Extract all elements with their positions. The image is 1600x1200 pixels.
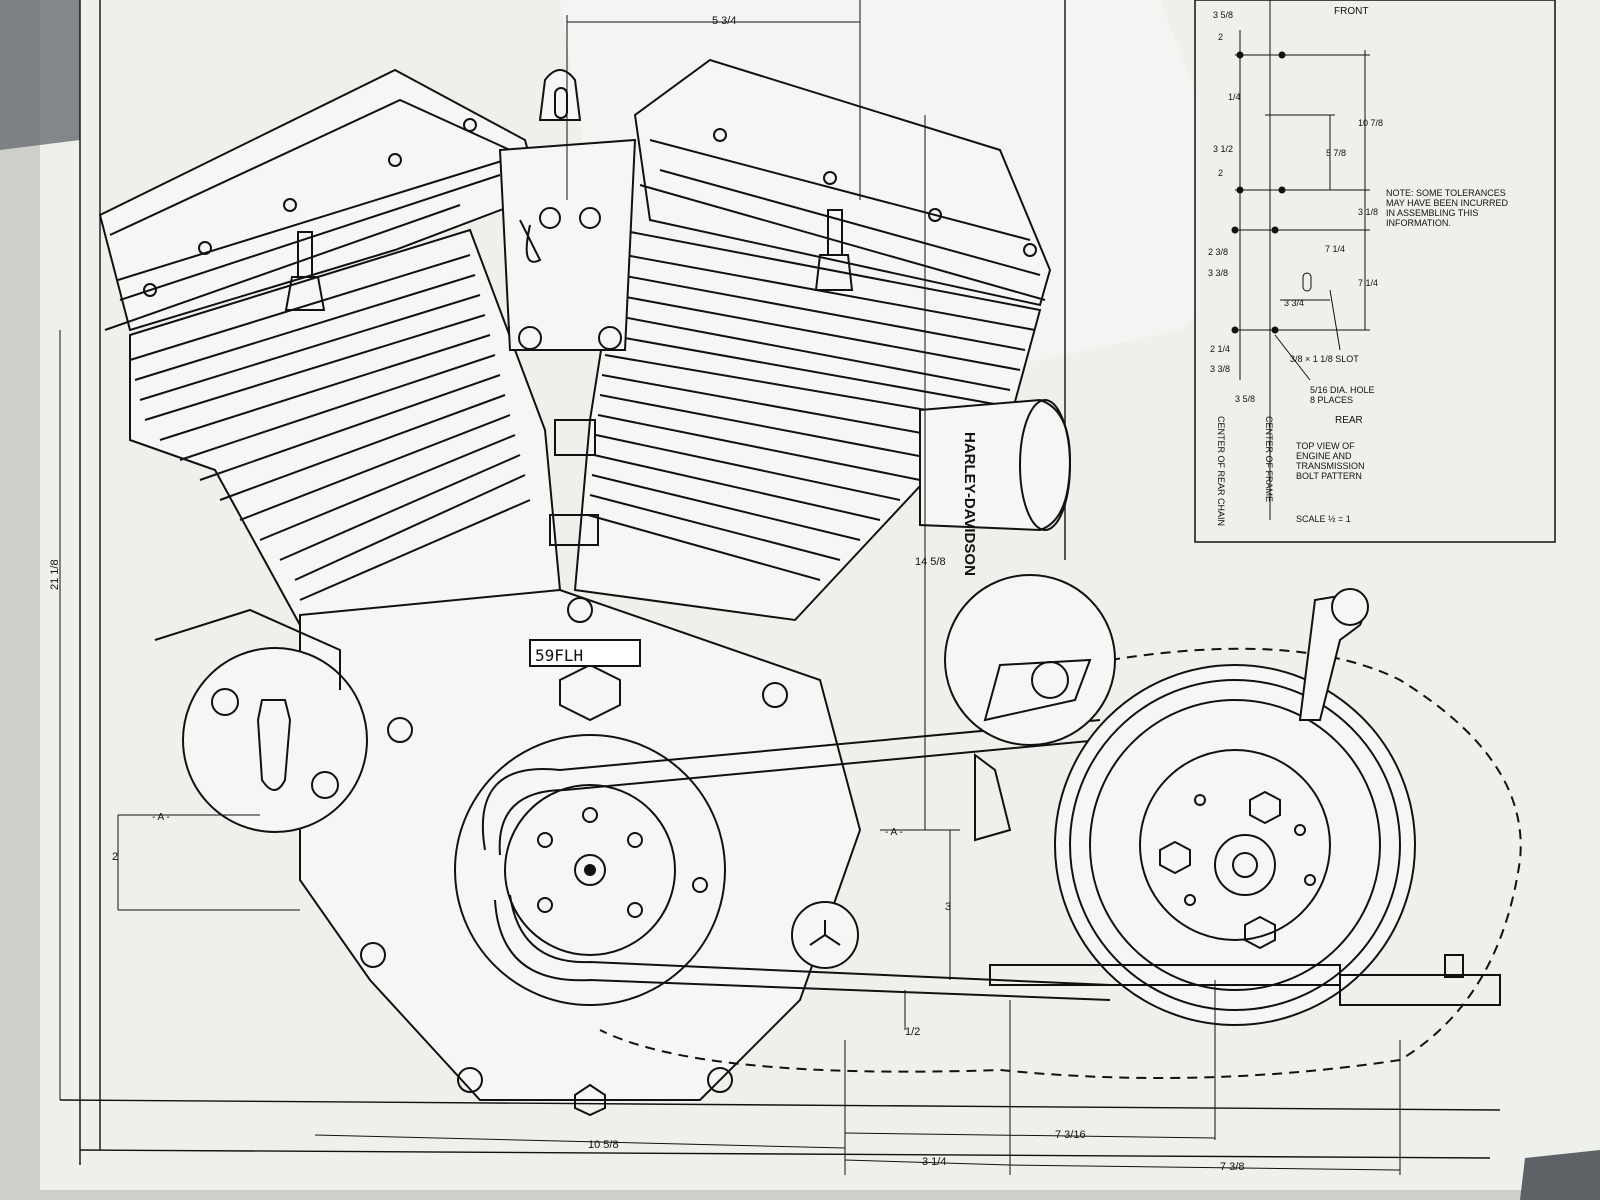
inset-view-title-2: ENGINE AND bbox=[1296, 451, 1352, 461]
inset-note-line-2: MAY HAVE BEEN INCURRED bbox=[1386, 198, 1509, 208]
shift-lever bbox=[1298, 588, 1369, 721]
spark-plug-front bbox=[284, 231, 326, 311]
inset-note-line-1: NOTE: SOME TOLERANCES bbox=[1386, 188, 1506, 198]
engine-drawing bbox=[98, 58, 1522, 1117]
chain-idler bbox=[791, 901, 859, 969]
inset-top-view: FRONT REAR NOTE: SOME TOLERANCES MAY HAV… bbox=[1194, 0, 1556, 543]
inset-note-line-3: IN ASSEMBLING THIS bbox=[1386, 208, 1478, 218]
inset-dim-right-2: 3 1/8 bbox=[1358, 207, 1378, 217]
oil-pump bbox=[944, 574, 1116, 842]
generator bbox=[919, 398, 1072, 532]
engine-sprocket bbox=[454, 734, 726, 1006]
inset-dim-left-2: 3 1/2 bbox=[1213, 144, 1233, 154]
inset-frame bbox=[1194, 0, 1556, 543]
timing-cover bbox=[154, 608, 368, 833]
inset-dim-left-0: 3 5/8 bbox=[1213, 10, 1233, 20]
inset-dim-left-4: 2 3/8 bbox=[1208, 247, 1228, 257]
dim-bottom-mid: 3 1/4 bbox=[922, 1156, 946, 1168]
inset-front-label: FRONT bbox=[1334, 6, 1368, 17]
inset-scale-label: SCALE ½ = 1 bbox=[1296, 514, 1351, 524]
generator-brand-text: HARLEY-DAVIDSON bbox=[961, 432, 978, 576]
dim-left-height: 21 1/8 bbox=[49, 559, 61, 590]
dim-top-width: 5 3/4 bbox=[712, 15, 736, 27]
clutch-basket bbox=[1054, 664, 1416, 1026]
inset-labels: FRONT REAR NOTE: SOME TOLERANCES MAY HAV… bbox=[1208, 6, 1509, 526]
inset-hole-label-1: 5/16 DIA. HOLE bbox=[1310, 385, 1375, 395]
inset-dim-small-0: 1/4 bbox=[1228, 92, 1241, 102]
inset-view-title-3: TRANSMISSION bbox=[1296, 461, 1365, 471]
rear-cylinder-fins bbox=[573, 228, 1042, 622]
model-plate-text: 59FLH bbox=[535, 646, 583, 665]
front-cylinder-fins bbox=[129, 228, 562, 627]
section-marker-left: - A - bbox=[152, 812, 170, 823]
dim-bottom-right-upper: 7 3/16 bbox=[1055, 1129, 1086, 1141]
inset-dim-left-3: 2 bbox=[1218, 168, 1223, 178]
dim-center-small: 3 bbox=[945, 901, 951, 913]
inset-slot-label: 3/8 × 1 1/8 SLOT bbox=[1290, 354, 1359, 364]
inset-rear-label: REAR bbox=[1335, 415, 1363, 426]
inset-dim-left-1: 2 bbox=[1218, 32, 1223, 42]
center-lifter-block bbox=[498, 69, 637, 546]
inset-view-title-1: TOP VIEW OF bbox=[1296, 441, 1355, 451]
dim-bottom-small: 1/2 bbox=[905, 1026, 920, 1038]
inset-note-line-4: INFORMATION. bbox=[1386, 218, 1451, 228]
dim-left-small: 2 bbox=[112, 851, 118, 863]
inset-dim-left-8: 3 5/8 bbox=[1235, 394, 1255, 404]
rear-mount-bar bbox=[989, 954, 1501, 1006]
dimension-labels: 5 3/4 21 1/8 14 5/8 2 3 1/2 10 5/8 3 1/4… bbox=[49, 15, 1244, 1173]
dimension-lines bbox=[59, 0, 1401, 1175]
section-marker-right: - A - bbox=[885, 827, 903, 838]
inset-bolt-pattern bbox=[1231, 0, 1370, 520]
inset-dim-left-5: 3 3/8 bbox=[1208, 268, 1228, 278]
tape-bottom-right bbox=[1520, 1150, 1600, 1200]
primary-cover-outline bbox=[599, 647, 1522, 1079]
tape-top-left bbox=[0, 0, 80, 150]
primary-chain bbox=[481, 719, 1111, 1001]
front-cylinder-head bbox=[98, 68, 542, 332]
inset-dim-right-0: 10 7/8 bbox=[1358, 118, 1383, 128]
inset-dim-small-1: 3 3/4 bbox=[1284, 298, 1304, 308]
dim-center-height: 14 5/8 bbox=[915, 556, 946, 568]
inset-hole-label-2: 8 PLACES bbox=[1310, 395, 1353, 405]
inset-dim-right-3: 7 1/4 bbox=[1325, 244, 1345, 254]
inset-dim-left-6: 2 1/4 bbox=[1210, 344, 1230, 354]
dim-bottom-left: 10 5/8 bbox=[588, 1139, 619, 1151]
inset-view-title-4: BOLT PATTERN bbox=[1296, 471, 1362, 481]
inset-center-rear-chain: CENTER OF REAR CHAIN bbox=[1216, 416, 1226, 526]
inset-dim-left-7: 3 3/8 bbox=[1210, 364, 1230, 374]
inset-dim-right-1: 5 7/8 bbox=[1326, 148, 1346, 158]
inset-center-frame: CENTER OF FRAME bbox=[1264, 416, 1274, 502]
dim-bottom-right-lower: 7 3/8 bbox=[1220, 1161, 1244, 1173]
inset-dim-right-4: 7 1/4 bbox=[1358, 278, 1378, 288]
spark-plug-rear bbox=[814, 209, 854, 291]
